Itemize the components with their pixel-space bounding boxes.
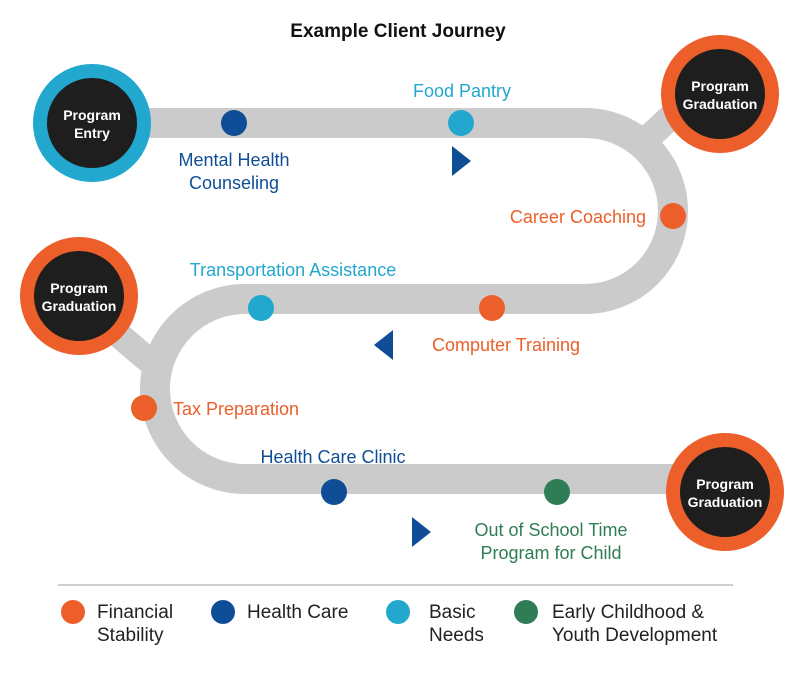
legend: Financial Stability Health Care Basic Ne… <box>61 600 718 646</box>
diagram-title: Example Client Journey <box>290 21 506 42</box>
stop-dot-mental-health <box>221 110 247 136</box>
legend-financial-line1: Financial <box>97 602 173 623</box>
label-transportation: Transportation Assistance <box>190 260 396 280</box>
label-computer-training: Computer Training <box>432 335 580 355</box>
stop-dot-computer-training <box>479 295 505 321</box>
badge-grad-bottom-line2: Graduation <box>688 494 763 510</box>
stop-dot-tax-preparation <box>131 395 157 421</box>
arrow-right-icon <box>452 146 471 176</box>
graduation-ring-bottom <box>666 433 784 551</box>
stop-dot-health-care-clinic <box>321 479 347 505</box>
badge-grad-top-line2: Graduation <box>683 96 758 112</box>
stop-dot-out-of-school <box>544 479 570 505</box>
arrow-right-icon <box>412 517 431 547</box>
legend-dot-basic <box>386 600 410 624</box>
label-career-coaching: Career Coaching <box>510 207 646 227</box>
journey-road <box>92 108 725 494</box>
badge-grad-top-line1: Program <box>691 78 749 94</box>
stop-dot-transportation <box>248 295 274 321</box>
badge-grad-mid-line1: Program <box>50 280 108 296</box>
program-graduation-badge-top: Program Graduation <box>661 35 779 153</box>
label-out-of-school-line2: Program for Child <box>480 543 621 563</box>
badge-entry-line2: Entry <box>74 125 110 141</box>
badge-grad-bottom-line1: Program <box>696 476 754 492</box>
badge-grad-mid-line2: Graduation <box>42 298 117 314</box>
legend-dot-financial <box>61 600 85 624</box>
program-graduation-badge-bottom: Program Graduation <box>666 433 784 551</box>
graduation-ring-mid <box>20 237 138 355</box>
stop-dot-career-coaching <box>660 203 686 229</box>
program-entry-badge: Program Entry <box>33 64 151 182</box>
legend-health-line1: Health Care <box>247 602 348 623</box>
label-tax-preparation: Tax Preparation <box>173 399 299 419</box>
legend-early-line1: Early Childhood & <box>552 602 704 623</box>
label-mental-health-line1: Mental Health <box>178 150 289 170</box>
legend-basic-line2: Needs <box>429 625 484 646</box>
program-graduation-badge-mid: Program Graduation <box>20 237 138 355</box>
road-connector-mid <box>111 326 169 380</box>
legend-dot-health <box>211 600 235 624</box>
stop-dot-food-pantry <box>448 110 474 136</box>
badge-entry-line1: Program <box>63 107 121 123</box>
program-entry-ring <box>33 64 151 182</box>
legend-financial-line2: Stability <box>97 625 164 646</box>
legend-basic-line1: Basic <box>429 602 475 623</box>
label-health-care-clinic: Health Care Clinic <box>260 447 405 467</box>
legend-dot-early <box>514 600 538 624</box>
label-mental-health-line2: Counseling <box>189 173 279 193</box>
legend-early-line2: Youth Development <box>552 625 718 646</box>
label-food-pantry: Food Pantry <box>413 81 511 101</box>
graduation-ring-top <box>661 35 779 153</box>
label-out-of-school-line1: Out of School Time <box>474 520 627 540</box>
arrow-left-icon <box>374 330 393 360</box>
